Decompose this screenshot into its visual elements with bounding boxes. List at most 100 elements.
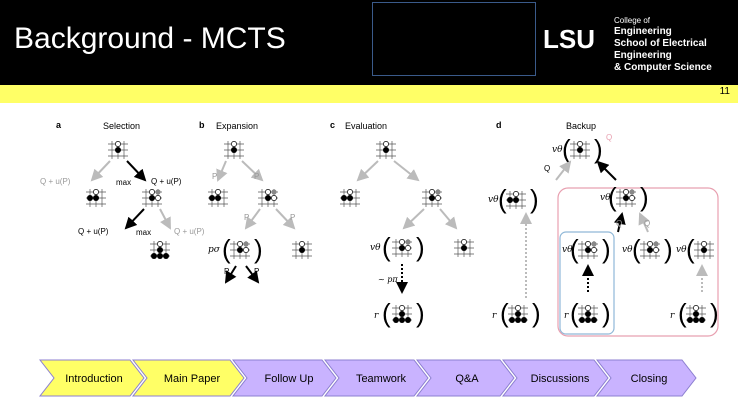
backup-r-label-2: r — [564, 311, 569, 321]
nav-item-qa[interactable]: Q&A — [415, 359, 515, 397]
nav-label-discussions: Discussions — [531, 373, 590, 385]
expansion-p-label-6: P — [254, 267, 259, 276]
panel-d-title: Backup — [566, 121, 596, 131]
nav-label-teamwork: Teamwork — [356, 373, 407, 385]
nav-label-follow-up: Follow Up — [265, 373, 314, 385]
slide-title: Background - MCTS — [14, 22, 286, 55]
backup-v-theta-label-5: vθ — [622, 245, 633, 255]
evaluation-tree: vθ ( ) ~ pπ r ( ) — [339, 140, 476, 328]
backup-q-label-3: Q — [644, 219, 650, 228]
svg-text:(: ( — [562, 134, 571, 164]
college-line-3: School of Electrical Engineering — [614, 38, 707, 61]
nav-label-main-paper: Main Paper — [164, 373, 221, 385]
evaluation-r-label: r — [374, 311, 379, 321]
nav-label-introduction: Introduction — [65, 373, 122, 385]
nav-chevron-follow-up — [231, 359, 337, 397]
backup-q-label-top: Q — [606, 133, 612, 142]
svg-text:): ) — [594, 134, 603, 164]
svg-text:): ) — [416, 232, 425, 262]
nav-chevron-main-paper — [131, 359, 245, 397]
selection-q-label-4: Q + u(P) — [174, 227, 205, 236]
header-bar: Background - MCTS LSU College of Enginee… — [0, 0, 738, 85]
panel-c-letter: c — [330, 120, 335, 130]
selection-max-label-1: max — [116, 178, 131, 187]
svg-text:): ) — [602, 298, 611, 328]
svg-text:(: ( — [632, 234, 641, 264]
backup-subtree-box — [557, 187, 719, 337]
mcts-figure: a Selection b Expansion c Evaluation d B… — [40, 120, 719, 337]
svg-text:): ) — [664, 234, 673, 264]
nav-item-discussions[interactable]: Discussions — [501, 359, 609, 397]
nav-item-teamwork[interactable]: Teamwork — [323, 359, 429, 397]
college-line-2: Engineering — [614, 26, 672, 37]
nav-chevron-qa — [415, 359, 515, 397]
expansion-p-label-2: P — [254, 172, 259, 181]
svg-text:(: ( — [498, 184, 507, 214]
title-frame — [372, 2, 536, 76]
nav-chevron-discussions — [501, 359, 609, 397]
svg-text:(: ( — [382, 298, 391, 328]
evaluation-v-theta-label: vθ — [370, 243, 381, 253]
expansion-p-label-3: P — [244, 213, 249, 222]
panel-b-title: Expansion — [216, 121, 258, 131]
backup-v-theta-label-4: vθ — [562, 245, 573, 255]
panel-c-title: Evaluation — [345, 121, 387, 131]
svg-text:): ) — [532, 298, 541, 328]
svg-text:): ) — [254, 234, 263, 264]
svg-text:(: ( — [678, 298, 687, 328]
backup-q-label-2: Q — [616, 219, 622, 228]
svg-text:): ) — [710, 298, 719, 328]
panel-a-letter: a — [56, 120, 62, 130]
nav-label-closing: Closing — [631, 373, 668, 385]
college-line-1: College of — [614, 16, 651, 25]
panel-d-letter: d — [496, 120, 502, 130]
page-number: 11 — [719, 86, 730, 97]
svg-text:(: ( — [570, 234, 579, 264]
panel-b-letter: b — [199, 120, 205, 130]
college-line-4: & Computer Science — [614, 62, 712, 73]
expansion-p-sigma-label: pσ — [208, 245, 221, 255]
svg-text:(: ( — [570, 298, 579, 328]
svg-text:): ) — [602, 234, 611, 264]
backup-tree: vθ ( ) Q Q vθ ( ) vθ ( ) Q Q vθ ( ) vθ (… — [488, 133, 719, 337]
selection-tree: Q + u(P) max Q + u(P) Q + u(P) max Q + u… — [40, 140, 205, 259]
panel-a-title: Selection — [103, 121, 140, 131]
backup-leaf-box — [559, 231, 615, 335]
nav-chevron-introduction — [38, 359, 145, 397]
nav-item-closing[interactable]: Closing — [595, 359, 697, 397]
section-nav: Introduction Main Paper Follow Up Teamwo… — [38, 359, 697, 397]
expansion-p-label-4: P — [290, 213, 295, 222]
selection-max-label-2: max — [136, 228, 151, 237]
backup-r-label-1: r — [492, 311, 497, 321]
svg-text:(: ( — [222, 234, 231, 264]
nav-chevron-closing — [595, 359, 697, 397]
backup-q-label-1: Q — [544, 164, 550, 173]
svg-text:(: ( — [608, 182, 617, 212]
svg-text:(: ( — [500, 298, 509, 328]
nav-item-follow-up[interactable]: Follow Up — [231, 359, 337, 397]
backup-v-theta-label-3: vθ — [600, 193, 611, 203]
svg-text:(: ( — [686, 234, 695, 264]
svg-text:): ) — [530, 184, 539, 214]
svg-text:): ) — [416, 298, 425, 328]
svg-text:(: ( — [382, 232, 391, 262]
backup-r-label-3: r — [670, 311, 675, 321]
backup-v-theta-label-6: vθ — [676, 245, 687, 255]
page-band — [0, 85, 738, 103]
logo-text: LSU — [543, 26, 595, 52]
selection-q-label-1: Q + u(P) — [40, 177, 71, 186]
nav-item-main-paper[interactable]: Main Paper — [131, 359, 245, 397]
backup-v-theta-label-2: vθ — [488, 195, 499, 205]
nav-label-qa: Q&A — [455, 373, 479, 385]
evaluation-p-pi-label: ~ pπ — [378, 275, 398, 284]
nav-item-introduction[interactable]: Introduction — [38, 359, 145, 397]
expansion-p-label-1: P — [212, 172, 217, 181]
expansion-tree: P P P P pσ ( ) P P — [207, 140, 314, 284]
selection-q-label-3: Q + u(P) — [78, 227, 109, 236]
expansion-p-label-5: P — [224, 267, 229, 276]
nav-chevron-teamwork — [323, 359, 429, 397]
svg-text:): ) — [640, 182, 649, 212]
backup-v-theta-label-1: vθ — [552, 145, 563, 155]
college-name: College of Engineering School of Electri… — [614, 16, 738, 74]
selection-q-label-2: Q + u(P) — [151, 177, 182, 186]
